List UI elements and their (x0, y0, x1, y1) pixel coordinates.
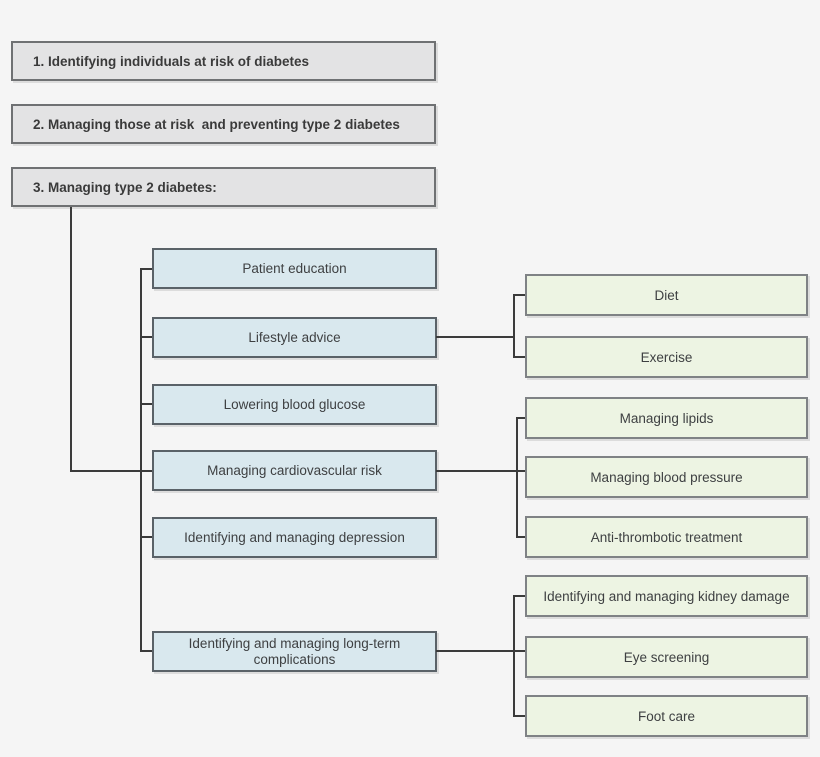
connector-stub-patient-education (140, 268, 152, 270)
step-box-3: 3. Managing type 2 diabetes: (11, 167, 436, 207)
sub-label: Eye screening (623, 649, 710, 665)
sub-label: Managing lipids (619, 410, 714, 426)
connector-trunk-horizontal (70, 470, 152, 472)
step-box-1: 1. Identifying individuals at risk of di… (11, 41, 436, 81)
sub-box-diet: Diet (525, 274, 808, 316)
sub-box-eye-screening: Eye screening (525, 636, 808, 678)
connector-stub-long-term (140, 650, 152, 652)
topic-box-lifestyle-advice: Lifestyle advice (152, 317, 437, 358)
sub-label: Foot care (637, 708, 696, 724)
topic-label: Identifying and managing depression (184, 529, 405, 545)
sub-box-kidney-damage: Identifying and managing kidney damage (525, 575, 808, 617)
connector-lifestyle-rail (513, 294, 515, 358)
topic-box-depression: Identifying and managing depression (152, 517, 437, 558)
topic-box-patient-education: Patient education (152, 248, 437, 289)
sub-box-blood-pressure: Managing blood pressure (525, 456, 808, 498)
connector-trunk-vertical (70, 207, 72, 472)
connector-lifestyle-feed (436, 336, 514, 338)
connector-cvd-feed (436, 470, 525, 472)
connector-stub-foot-care (513, 715, 525, 717)
topic-label: Lifestyle advice (248, 329, 341, 345)
step-label: 3. Managing type 2 diabetes: (33, 179, 217, 195)
connector-stub-depression (140, 536, 152, 538)
topic-label: Identifying and managing long-term compl… (188, 635, 401, 667)
step-label: 1. Identifying individuals at risk of di… (33, 53, 310, 69)
sub-label: Managing blood pressure (590, 469, 743, 485)
connector-stub-exercise (513, 356, 525, 358)
connector-stub-lowering-glucose (140, 403, 152, 405)
step-box-2: 2. Managing those at risk and preventing… (11, 104, 436, 144)
connector-stub-lipids (516, 417, 525, 419)
sub-box-antithrombotic: Anti-thrombotic treatment (525, 516, 808, 558)
step-label: 2. Managing those at risk and preventing… (33, 116, 400, 132)
topic-box-cardiovascular-risk: Managing cardiovascular risk (152, 450, 437, 491)
sub-label: Anti-thrombotic treatment (590, 529, 743, 545)
sub-label: Diet (654, 287, 679, 303)
connector-stub-diet (513, 294, 525, 296)
topic-label: Patient education (242, 260, 347, 276)
connector-long-term-feed (436, 650, 525, 652)
connector-stub-antithrombotic (516, 536, 525, 538)
topic-label: Lowering blood glucose (223, 396, 366, 412)
connector-long-term-rail (513, 595, 515, 717)
connector-cvd-rail (516, 417, 518, 538)
connector-stub-kidney (513, 595, 525, 597)
sub-label: Exercise (640, 349, 693, 365)
sub-label: Identifying and managing kidney damage (543, 588, 790, 604)
topic-box-lowering-blood-glucose: Lowering blood glucose (152, 384, 437, 425)
connector-left-rail (140, 268, 142, 652)
topic-label: Managing cardiovascular risk (207, 462, 382, 478)
connector-stub-lifestyle-advice (140, 336, 152, 338)
sub-box-managing-lipids: Managing lipids (525, 397, 808, 439)
sub-box-exercise: Exercise (525, 336, 808, 378)
topic-box-long-term-complications: Identifying and managing long-term compl… (152, 631, 437, 672)
sub-box-foot-care: Foot care (525, 695, 808, 737)
